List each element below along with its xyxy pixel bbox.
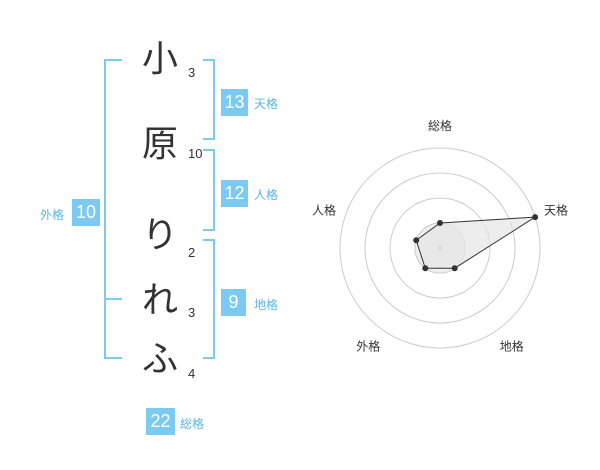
tenkaku-value-badge: 13 (221, 89, 248, 116)
gaikaku-value-badge: 10 (72, 199, 100, 226)
soukaku-value-badge: 22 (146, 408, 175, 435)
radar-ring-2 (389, 197, 491, 299)
tenkaku-bracket-vertical (213, 59, 215, 140)
chikaku-bracket-vertical (213, 239, 215, 359)
jinkaku-bracket-top (203, 149, 215, 151)
stroke-count-4: 3 (188, 305, 196, 320)
jinkaku-bracket-bottom (203, 229, 215, 231)
soukaku-label: 総格 (180, 417, 205, 431)
chikaku-bracket-bottom (203, 357, 215, 359)
stroke-count-2: 10 (188, 146, 203, 161)
chikaku-bracket-top (203, 239, 215, 241)
name-char-3: り (141, 215, 178, 256)
outer-bracket-top (104, 59, 122, 61)
radar-axis-label-2: 天格 (544, 202, 568, 217)
tenkaku-label: 天格 (254, 97, 279, 111)
radar-axis-label-3: 地格 (500, 339, 524, 354)
stroke-count-3: 2 (188, 245, 196, 260)
radar-shape (415, 216, 536, 269)
tenkaku-bracket-bottom (203, 138, 215, 140)
name-char-2: 原 (141, 124, 178, 165)
radar-axis-label-1: 総格 (428, 118, 452, 133)
gaikaku-label: 外格 (40, 208, 65, 222)
chikaku-value-badge: 9 (221, 289, 246, 316)
outer-bracket-vertical (104, 59, 106, 359)
radar-point-5 (413, 237, 420, 244)
stroke-count-1: 3 (188, 65, 196, 80)
jinkaku-label: 人格 (254, 188, 279, 202)
jinkaku-value-badge: 12 (221, 180, 248, 207)
stroke-count-5: 4 (188, 366, 196, 381)
name-char-4: れ (141, 280, 178, 321)
radar-point-3 (451, 265, 458, 272)
name-char-5: ふ (141, 339, 178, 380)
radar-point-2 (532, 214, 539, 221)
jinkaku-bracket-vertical (213, 149, 215, 231)
radar-point-1 (437, 220, 443, 226)
radar-axis-label-4: 外格 (356, 339, 380, 354)
radar-axis-label-5: 人格 (312, 202, 336, 217)
outer-bracket-mid (104, 298, 122, 300)
radar-ring-4 (339, 147, 541, 349)
outer-bracket-bottom (104, 357, 122, 359)
chikaku-label: 地格 (254, 298, 279, 312)
radar-point-4 (422, 265, 429, 272)
tenkaku-bracket-top (203, 59, 215, 61)
radar-ring-3 (364, 172, 516, 324)
radar-shape-layer (413, 214, 539, 272)
name-char-1: 小 (141, 39, 178, 80)
